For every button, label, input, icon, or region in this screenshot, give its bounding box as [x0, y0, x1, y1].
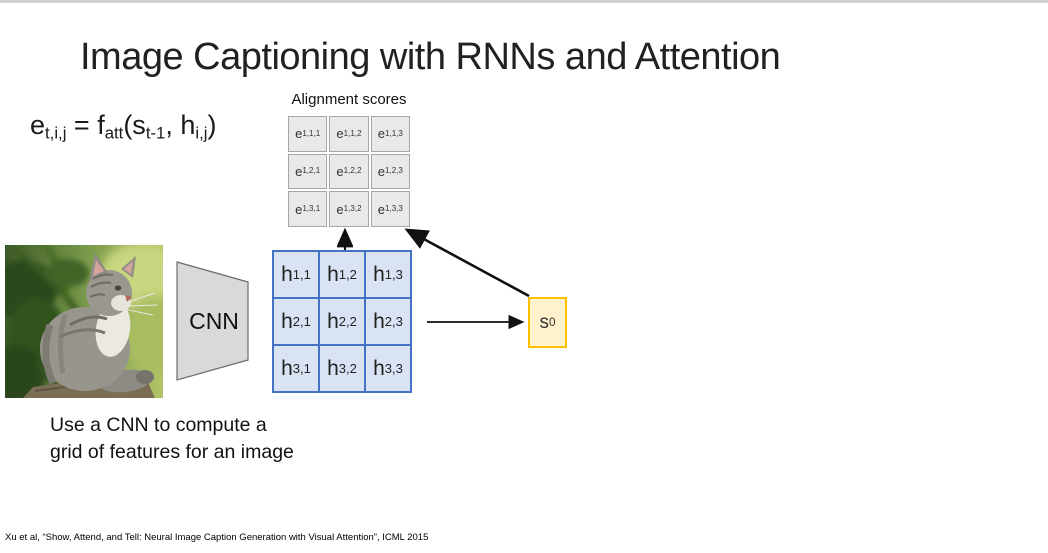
citation: Xu et al, “Show, Attend, and Tell: Neura…	[5, 532, 429, 543]
alignment-scores-label: Alignment scores	[291, 91, 407, 108]
slide-title: Image Captioning with RNNs and Attention	[80, 36, 781, 78]
cnn-caption-line-1: Use a CNN to compute a	[50, 414, 267, 436]
cnn-caption: Use a CNN to compute a grid of features …	[50, 412, 294, 466]
slide-top-rule	[0, 0, 1048, 3]
cnn-trapezoid	[176, 261, 249, 381]
cat-photo	[5, 245, 163, 398]
cnn-label: CNN	[189, 308, 239, 334]
right-arrow-icon	[427, 314, 525, 330]
feedback-arrow-icon	[404, 228, 530, 298]
up-arrow-icon	[337, 227, 353, 250]
attention-equation: et,i,j = fatt(st-1, hi,j)	[30, 110, 217, 143]
cnn-caption-line-2: grid of features for an image	[50, 441, 294, 463]
